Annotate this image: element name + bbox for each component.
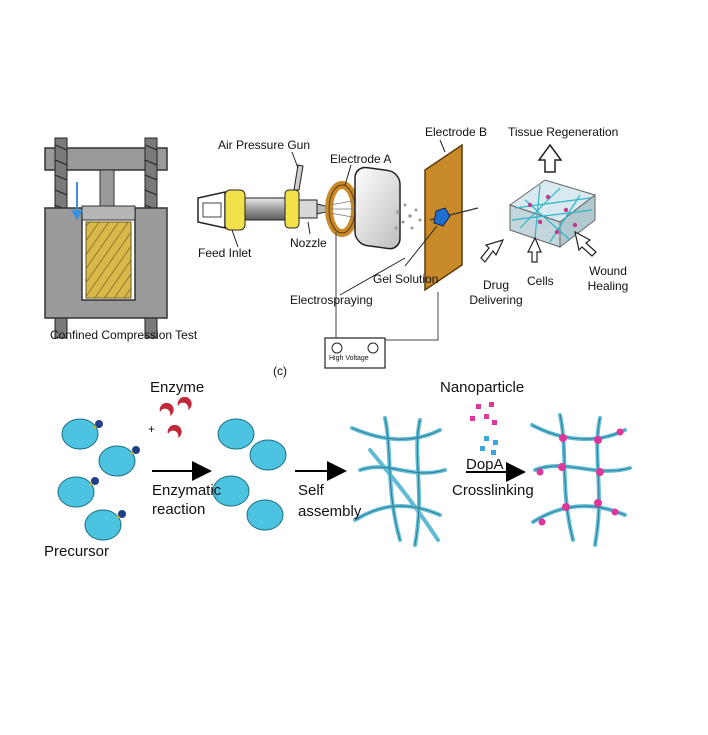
enzyme-icons: [159, 396, 192, 438]
collector-pad: [354, 166, 401, 250]
air-pressure-gun-icon: [244, 197, 286, 221]
label-drug-delivering: Drug Delivering: [469, 278, 523, 307]
arrow-cells-icon: [527, 236, 542, 263]
fiber-network: [350, 416, 447, 547]
feed-inlet-icon: [197, 189, 246, 231]
crosslink-nodes: [536, 428, 624, 526]
label-feed-inlet: Feed Inlet: [198, 246, 252, 260]
compression-apparatus: [44, 137, 168, 339]
label-air-pressure-gun: Air Pressure Gun: [218, 138, 311, 152]
hydrogel-sample: [85, 221, 132, 299]
label-enzyme: Enzyme: [150, 379, 205, 396]
label-enzymatic: Enzymatic: [152, 482, 222, 499]
down-arrow-icon: [71, 210, 83, 220]
label-plus: +: [148, 422, 156, 436]
precursor-cells: [57, 418, 140, 541]
compression-caption: Confined Compression Test: [50, 328, 198, 342]
label-crosslinking: Crosslinking: [452, 482, 534, 499]
high-voltage-supply: [324, 337, 386, 369]
label-dopa: DopA: [466, 456, 504, 473]
up-arrow-icon: [537, 143, 563, 173]
assembly-panel: [57, 396, 632, 547]
arrow-wound-icon: [574, 230, 597, 257]
label-assembly: assembly: [298, 503, 362, 520]
dopa-dots: [480, 436, 498, 455]
label-tissue-regeneration: Tissue Regeneration: [508, 125, 619, 139]
nanoparticle-dots: [470, 402, 497, 425]
label-nozzle: Nozzle: [290, 236, 327, 250]
electrospray-setup: [197, 139, 597, 369]
label-wound-healing: Wound Healing: [587, 264, 629, 293]
label-reaction: reaction: [152, 501, 206, 518]
label-electrospraying: Electrospraying: [290, 293, 373, 307]
label-cells: Cells: [527, 274, 554, 288]
label-high-voltage: High Voltage: [329, 355, 369, 362]
arrow-drug-icon: [480, 239, 505, 263]
tissue-scaffold: [508, 179, 597, 249]
label-electrode-b: Electrode B: [425, 125, 488, 139]
label-precursor: Precursor: [44, 543, 110, 560]
label-nanoparticle: Nanoparticle: [440, 379, 525, 396]
panel-letter-c: (c): [273, 364, 287, 378]
label-self: Self: [298, 482, 324, 499]
label-electrode-a: Electrode A: [330, 152, 392, 166]
label-gel-solution: Gel Solution: [373, 272, 439, 286]
product-cells: [212, 418, 287, 531]
spray-droplets: [394, 203, 422, 230]
